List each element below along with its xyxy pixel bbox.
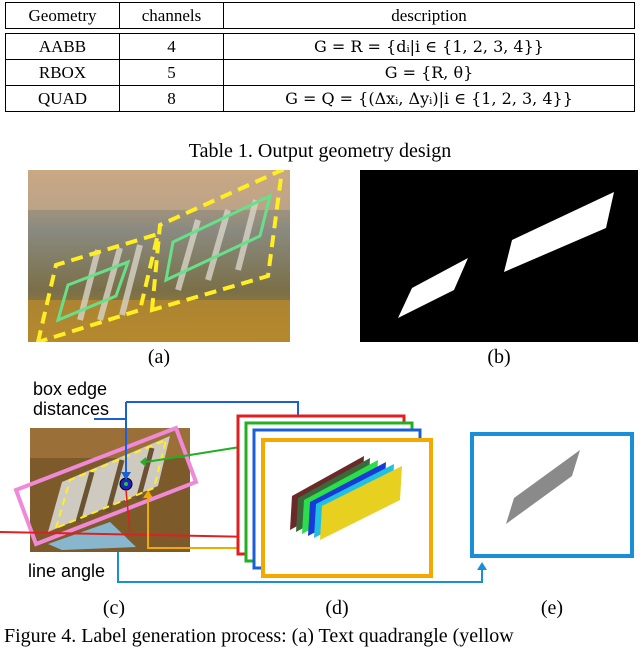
box-edge-label-line2: distances [33, 399, 110, 419]
cell-description: G = {R, θ} [223, 59, 635, 86]
cell-geometry: RBOX [5, 59, 120, 86]
header-description: description [223, 2, 635, 29]
angle-map [470, 432, 634, 558]
green-box-left [55, 259, 131, 323]
orange-arrow [147, 494, 264, 549]
cell-description: G = Q = {(Δxᵢ, Δyᵢ)|i ∈ {1, 2, 3, 4}} [223, 85, 635, 112]
cell-geometry: QUAD [5, 85, 120, 112]
figure-caption: Figure 4. Label generation process: (a) … [4, 625, 514, 647]
score-region-left [398, 258, 468, 318]
header-geometry: Geometry [5, 2, 120, 29]
table-row: RBOX 5 G = {R, θ} [5, 59, 635, 86]
panel-e-label: (e) [540, 597, 564, 619]
cell-channels: 5 [119, 59, 224, 86]
panel-b-image [360, 170, 638, 342]
panel-c-label: (c) [102, 597, 126, 619]
panel-c-text-region [48, 436, 170, 532]
panel-a-label: (a) [147, 346, 171, 368]
score-map-background [360, 170, 638, 342]
table-caption: Table 1. Output geometry design [188, 140, 452, 162]
header-channels: channels [119, 2, 224, 29]
table-row: QUAD 8 G = Q = {(Δxᵢ, Δyᵢ)|i ∈ {1, 2, 3,… [5, 85, 635, 112]
cell-geometry: AABB [5, 33, 120, 60]
green-box-right [163, 193, 273, 283]
panel-a-image [28, 170, 290, 342]
green-arrow [145, 446, 241, 463]
geometry-table: Geometry channels description AABB 4 G =… [5, 2, 635, 112]
label-generation-diagram [0, 401, 634, 583]
geometry-layers [290, 456, 402, 540]
line-angle-label: line angle [28, 561, 106, 581]
cell-channels: 8 [119, 85, 224, 112]
panel-c-angle-wedge [48, 522, 136, 550]
blue-arrow-to-e [117, 552, 483, 583]
red-arrow [0, 531, 256, 538]
cell-channels: 4 [119, 33, 224, 60]
score-region-right [504, 192, 614, 272]
panel-b-label: (b) [487, 346, 511, 368]
table-row: AABB 4 G = R = {dᵢ|i ∈ {1, 2, 3, 4}} [5, 33, 635, 60]
panel-c-pink-rbox [13, 425, 199, 547]
box-edge-label-line1: box edge [33, 379, 108, 399]
panel-d-label: (d) [325, 597, 349, 619]
cell-description: G = R = {dᵢ|i ∈ {1, 2, 3, 4}} [223, 33, 635, 60]
angle-map-region [506, 450, 580, 524]
yellow-dashed-quad-right [149, 170, 285, 313]
